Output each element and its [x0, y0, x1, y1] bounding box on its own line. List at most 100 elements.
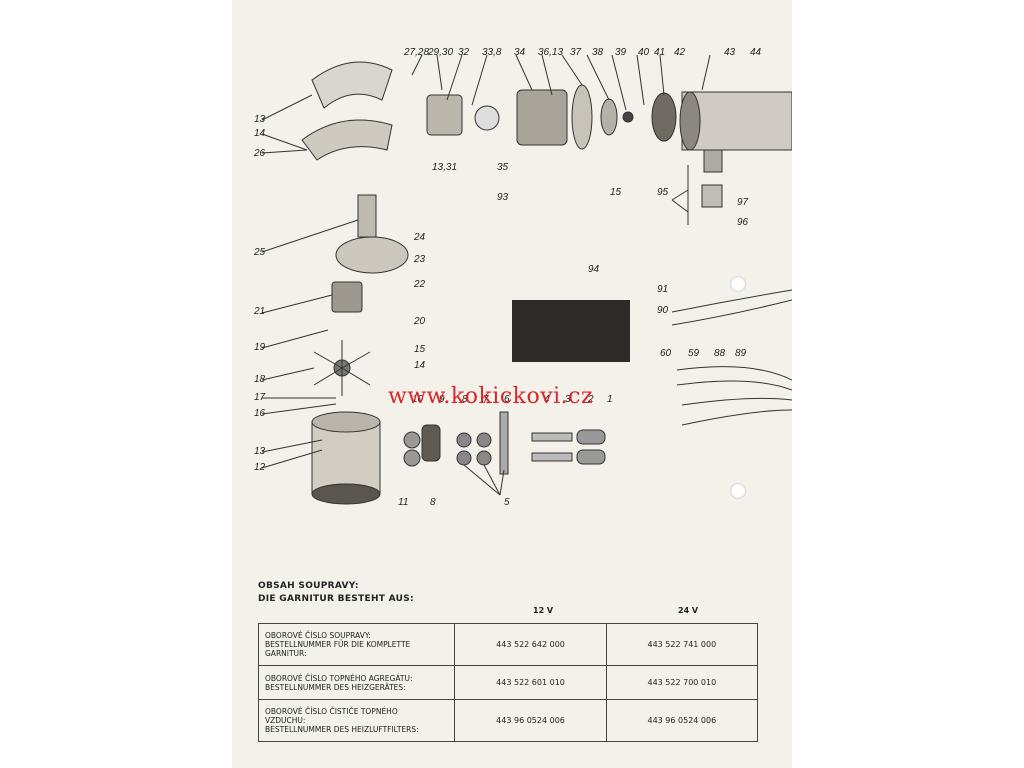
label-97: 97	[737, 197, 749, 208]
ring-38	[600, 98, 618, 136]
label-39: 39	[615, 47, 627, 58]
spring-9	[421, 424, 441, 462]
wire-91	[671, 289, 792, 313]
label-5: 5	[504, 497, 510, 508]
watermark-text: www.kokickovi.cz	[388, 384, 594, 409]
label-1: 1	[607, 394, 613, 405]
fan-wheel-22	[335, 236, 409, 274]
label-15b: 15	[414, 344, 426, 355]
label-4: 4	[544, 394, 550, 405]
label-32: 32	[458, 47, 470, 58]
label-12: 12	[254, 462, 266, 473]
bolt-3	[531, 432, 573, 442]
label-96: 96	[737, 217, 749, 228]
label-60: 60	[660, 348, 672, 359]
wire-88	[681, 397, 792, 406]
contents-heading-german: DIE GARNITUR BESTEHT AUS:	[258, 594, 414, 604]
label-11: 11	[398, 497, 408, 508]
row-description: OBOROVÉ ČÍSLO TOPNÉHO AGREGÁTU: BESTELLN…	[257, 665, 456, 700]
label-16: 16	[254, 408, 266, 419]
column-header-12v: 12 V	[533, 606, 554, 615]
flange	[571, 84, 593, 150]
label-18: 18	[254, 374, 266, 385]
wire-60	[676, 366, 792, 381]
sleeve-97	[701, 184, 723, 208]
part-number-12v: 443 96 0524 006	[454, 699, 607, 742]
label-13: 13	[254, 114, 266, 125]
filter-25	[357, 194, 377, 238]
label-89: 89	[735, 348, 747, 359]
parts-number-table: OBOROVÉ ČÍSLO SOUPRAVY: BESTELLNUMMER FÜ…	[257, 623, 759, 742]
motor-20	[331, 281, 363, 313]
punch-hole-top	[730, 276, 746, 292]
label-41: 41	[654, 47, 665, 58]
part-number-24v: 443 522 700 010	[605, 665, 759, 700]
label-17: 17	[254, 392, 266, 403]
label-6: 6	[504, 394, 510, 405]
table-row: OBOROVÉ ČÍSLO SOUPRAVY: BESTELLNUMMER FÜ…	[257, 623, 759, 666]
plate-6	[499, 411, 509, 475]
label-7: 7	[483, 394, 489, 405]
label-59: 59	[688, 348, 700, 359]
part-number-24v: 443 96 0524 006	[605, 699, 759, 742]
label-93: 93	[497, 192, 509, 203]
label-8a: 8	[462, 394, 468, 405]
wire-90	[671, 299, 792, 326]
clip-2	[576, 429, 606, 445]
label-9: 9	[439, 394, 445, 405]
label-29-30: 29,30	[427, 47, 453, 58]
part-number-24v: 443 522 741 000	[605, 623, 759, 666]
label-14b: 14	[414, 360, 426, 371]
punch-hole-bottom	[730, 483, 746, 499]
column-header-24v: 24 V	[678, 606, 699, 615]
label-23: 23	[413, 254, 426, 265]
label-22: 22	[413, 279, 426, 290]
label-95: 95	[657, 187, 669, 198]
label-19: 19	[254, 342, 266, 353]
row-description: OBOROVÉ ČÍSLO ČISTIČE TOPNÉHO VZDUCHU: B…	[257, 699, 456, 742]
label-3: 3	[565, 394, 571, 405]
wire-59	[676, 380, 792, 391]
label-13-31: 13,31	[432, 162, 457, 173]
housing-upper-shell	[311, 61, 393, 109]
label-13b: 13	[254, 446, 266, 457]
contents-heading: OBSAH SOUPRAVY: DIE GARNITUR BESTEHT AUS…	[258, 580, 414, 606]
label-91: 91	[657, 284, 668, 295]
label-43: 43	[724, 47, 736, 58]
label-24: 24	[413, 232, 426, 243]
label-94: 94	[588, 264, 600, 275]
housing-lower-shell	[301, 119, 393, 161]
label-25: 25	[253, 247, 266, 258]
part-number-12v: 443 522 642 000	[454, 623, 607, 666]
seal-ring	[474, 105, 500, 131]
label-15: 15	[610, 187, 622, 198]
label-44: 44	[750, 47, 762, 58]
label-37: 37	[570, 47, 582, 58]
burner-assembly	[516, 89, 568, 146]
label-10: 10	[412, 394, 424, 405]
label-21: 21	[253, 306, 265, 317]
ring-42	[651, 92, 677, 142]
label-88: 88	[714, 348, 726, 359]
label-2: 2	[587, 394, 594, 405]
row-description: OBOROVÉ ČÍSLO SOUPRAVY: BESTELLNUMMER FÜ…	[257, 623, 456, 666]
label-36-13: 36,13	[538, 47, 563, 58]
label-40: 40	[638, 47, 650, 58]
exploded-parts-diagram: 27,28 29,30 32 33,8 34 36,13 37 38 39 40…	[253, 47, 792, 508]
label-8b: 8	[430, 497, 436, 508]
outlet-pipe	[703, 149, 723, 173]
label-14: 14	[254, 128, 266, 139]
label-35: 35	[497, 162, 509, 173]
label-90: 90	[657, 305, 669, 316]
part-number-12v: 443 522 601 010	[454, 665, 607, 700]
nut-40	[622, 111, 634, 123]
label-27-28: 27,28	[403, 47, 429, 58]
motor-housing-11	[311, 421, 381, 495]
label-26: 26	[253, 148, 266, 159]
connector-block	[426, 94, 463, 136]
impeller-18	[313, 340, 371, 396]
gasket-94	[512, 300, 630, 362]
label-20: 20	[413, 316, 426, 327]
label-42: 42	[674, 47, 686, 58]
label-33-8: 33,8	[482, 47, 502, 58]
